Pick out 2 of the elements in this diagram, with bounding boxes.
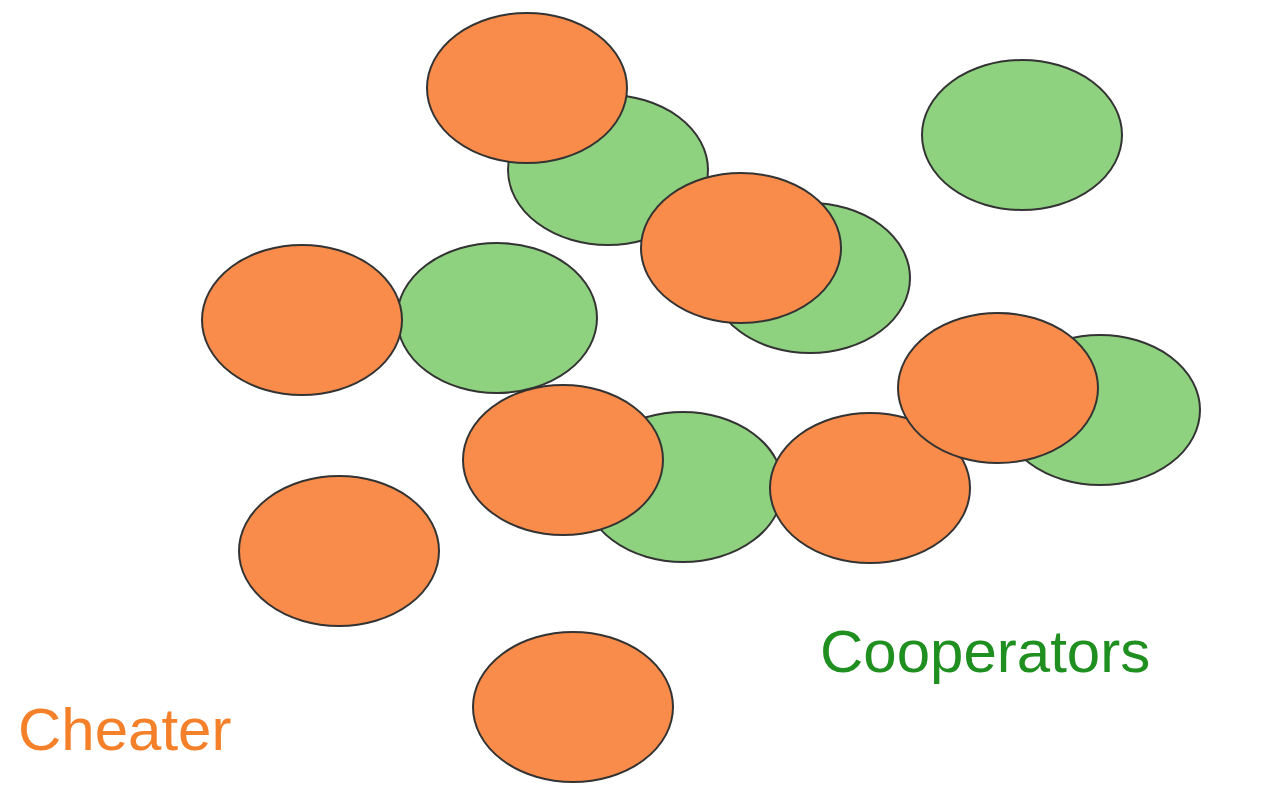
group-label: Cooperators: [820, 622, 1151, 682]
group-label: Cheater: [18, 700, 232, 760]
